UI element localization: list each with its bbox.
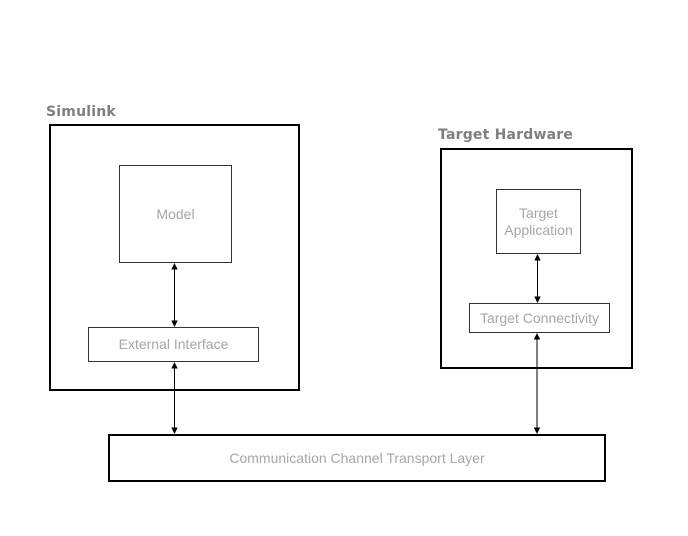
- target-connectivity-box-label: Target Connectivity: [479, 309, 600, 326]
- transport-layer-box: Communication Channel Transport Layer: [108, 434, 606, 482]
- target-hardware-group-box: [440, 148, 633, 369]
- simulink-group-label: Simulink: [46, 104, 116, 120]
- external-interface-box-label: External Interface: [118, 336, 229, 352]
- target-connectivity-box: Target Connectivity: [469, 303, 610, 333]
- model-box-label: Model: [156, 205, 195, 222]
- transport-layer-box-label: Communication Channel Transport Layer: [229, 449, 485, 466]
- target-hardware-group-label: Target Hardware: [438, 127, 574, 143]
- external-interface-box: External Interface: [88, 327, 259, 362]
- model-box: Model: [119, 165, 232, 263]
- target-application-box-label: Target Application: [504, 204, 573, 238]
- target-application-box: Target Application: [496, 189, 581, 254]
